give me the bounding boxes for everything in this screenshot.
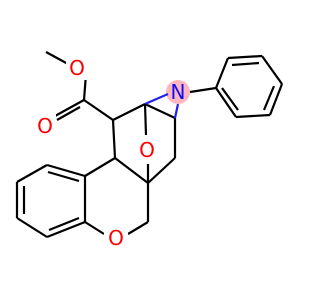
bond-c2-c3 (144, 103, 176, 119)
bond-carbonyl-double-a (54, 99, 85, 117)
ring-o-bg (104, 226, 128, 250)
bond-phenyl-1 (214, 57, 230, 89)
bond-phenyl-double-b (262, 85, 276, 111)
bond-benzo-2 (46, 163, 86, 178)
nitrogen-label: N (171, 80, 186, 104)
bond-phenyl-3 (261, 55, 283, 85)
bond-phenyl-5 (235, 113, 271, 119)
molecule-structure: O O O O N (15, 51, 284, 250)
bond-benzo-5 (16, 217, 48, 238)
bond-phenyl-6 (215, 87, 237, 118)
bond-benzo-6 (46, 220, 86, 239)
bond-c3-n (173, 103, 180, 119)
bond-ch2-o (127, 221, 149, 235)
nitrogen-highlight (166, 80, 190, 104)
bond-n-phenyl (189, 86, 217, 94)
bond-phenyl-4 (268, 83, 284, 116)
bond-c2-n (144, 92, 169, 106)
ester-oxygen-label: O (69, 56, 85, 80)
bond-c6-aryl (84, 157, 116, 177)
bond-benzo-3 (16, 164, 48, 183)
bond-phenyl-double-a (231, 61, 260, 67)
carbonyl-o-bg (34, 114, 56, 138)
bridge-o-bg (135, 137, 159, 163)
ring-oxygen-label: O (108, 226, 124, 250)
bond-c5-c6 (114, 157, 149, 184)
bridge-oxygen-label: O (139, 138, 155, 162)
bond-phenyl-double-c (221, 87, 239, 111)
bond-benzo-double-c (48, 216, 80, 232)
bond-c1-c2 (112, 103, 146, 121)
bond-carbonyl-double-b (56, 106, 81, 121)
bond-c1-c6 (111, 119, 117, 159)
bond-carbonyl-ring (83, 99, 114, 121)
bond-benzo-double-a (47, 170, 80, 183)
bond-c2-bridge-o (143, 103, 148, 136)
bond-o-aryl (84, 221, 105, 235)
bond-phenyl-2 (227, 54, 263, 60)
ester-o-methoxy-bg (66, 56, 88, 80)
bond-c4-c5 (147, 157, 176, 184)
bond-methyl-o (45, 51, 69, 65)
carbonyl-oxygen-label: O (37, 114, 53, 138)
